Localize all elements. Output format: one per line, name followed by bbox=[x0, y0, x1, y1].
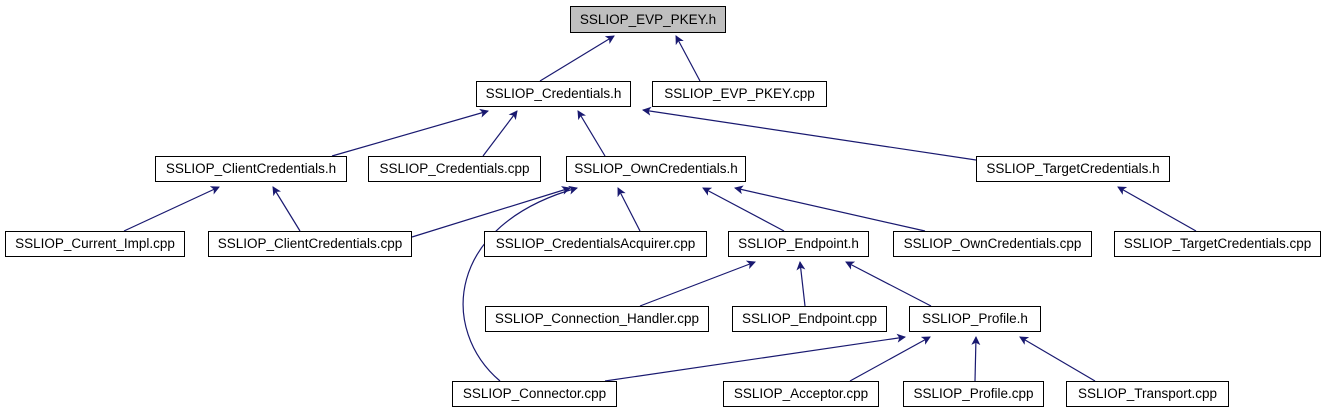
dependency-edge bbox=[539, 35, 615, 82]
node-label: SSLIOP_OwnCredentials.cpp bbox=[903, 236, 1082, 252]
dependency-edge bbox=[123, 186, 220, 232]
node-label: SSLIOP_ClientCredentials.h bbox=[165, 161, 337, 177]
node-label: SSLIOP_Connector.cpp bbox=[462, 386, 607, 402]
dependency-edge bbox=[702, 187, 785, 232]
node-label: SSLIOP_EVP_PKEY.h bbox=[579, 11, 717, 27]
dependency-edge bbox=[796, 261, 806, 307]
node-label: SSLIOP_TargetCredentials.cpp bbox=[1123, 236, 1312, 252]
dependency-edge bbox=[462, 185, 578, 382]
node-connector_cpp[interactable]: SSLIOP_Connector.cpp bbox=[452, 381, 617, 407]
node-label: SSLIOP_Credentials.cpp bbox=[379, 161, 530, 177]
node-label: SSLIOP_Endpoint.h bbox=[738, 236, 859, 252]
dependency-edge bbox=[639, 260, 756, 307]
node-label: SSLIOP_Profile.cpp bbox=[913, 386, 1034, 402]
node-credentials_h[interactable]: SSLIOP_Credentials.h bbox=[476, 81, 631, 107]
node-label: SSLIOP_TargetCredentials.h bbox=[986, 161, 1160, 177]
node-label: SSLIOP_Transport.cpp bbox=[1077, 386, 1218, 402]
node-clientcredentials_cpp[interactable]: SSLIOP_ClientCredentials.cpp bbox=[208, 231, 412, 257]
dependency-edge bbox=[734, 185, 926, 232]
node-acceptor_cpp[interactable]: SSLIOP_Acceptor.cpp bbox=[723, 381, 879, 407]
node-credentials_cpp[interactable]: SSLIOP_Credentials.cpp bbox=[368, 156, 541, 182]
dependency-edge bbox=[849, 336, 931, 382]
node-endpoint_h[interactable]: SSLIOP_Endpoint.h bbox=[728, 231, 869, 257]
node-targetcredentials_cpp[interactable]: SSLIOP_TargetCredentials.cpp bbox=[1114, 231, 1321, 257]
node-evp_pkey_cpp[interactable]: SSLIOP_EVP_PKEY.cpp bbox=[652, 81, 827, 107]
node-label: SSLIOP_ClientCredentials.cpp bbox=[217, 236, 403, 252]
node-evp_pkey_h[interactable]: SSLIOP_EVP_PKEY.h bbox=[570, 6, 726, 33]
node-label: SSLIOP_Credentials.h bbox=[485, 86, 622, 102]
dependency-edge bbox=[845, 261, 932, 307]
node-label: SSLIOP_Current_Impl.cpp bbox=[15, 236, 175, 252]
dependency-edge bbox=[604, 333, 906, 382]
node-label: SSLIOP_Connection_Handler.cpp bbox=[494, 311, 700, 327]
dependency-edge bbox=[482, 110, 518, 157]
node-conn_handler_cpp[interactable]: SSLIOP_Connection_Handler.cpp bbox=[485, 306, 709, 332]
node-credsacquirer_cpp[interactable]: SSLIOP_CredentialsAcquirer.cpp bbox=[484, 231, 707, 257]
dependency-edge bbox=[272, 186, 301, 232]
node-owncredentials_cpp[interactable]: SSLIOP_OwnCredentials.cpp bbox=[893, 231, 1092, 257]
node-label: SSLIOP_Profile.h bbox=[922, 311, 1028, 327]
node-clientcredentials_h[interactable]: SSLIOP_ClientCredentials.h bbox=[155, 156, 347, 182]
dependency-edge bbox=[642, 106, 977, 161]
dependency-edge bbox=[617, 187, 641, 232]
dependency-edge bbox=[577, 110, 606, 157]
node-label: SSLIOP_Acceptor.cpp bbox=[733, 386, 869, 402]
dependency-edge bbox=[411, 186, 571, 238]
node-label: SSLIOP_CredentialsAcquirer.cpp bbox=[495, 236, 696, 252]
node-owncredentials_h[interactable]: SSLIOP_OwnCredentials.h bbox=[566, 156, 746, 182]
dependency-edge bbox=[331, 108, 489, 157]
node-label: SSLIOP_Endpoint.cpp bbox=[741, 311, 878, 327]
node-profile_h[interactable]: SSLIOP_Profile.h bbox=[909, 306, 1041, 332]
dependency-edge bbox=[1117, 186, 1197, 232]
dependency-edge bbox=[971, 336, 981, 382]
node-label: SSLIOP_OwnCredentials.h bbox=[574, 161, 738, 177]
dependency-edge bbox=[675, 35, 701, 82]
node-endpoint_cpp[interactable]: SSLIOP_Endpoint.cpp bbox=[732, 306, 887, 332]
node-label: SSLIOP_EVP_PKEY.cpp bbox=[664, 86, 815, 102]
node-current_impl_cpp[interactable]: SSLIOP_Current_Impl.cpp bbox=[5, 231, 185, 257]
dependency-edge bbox=[1019, 336, 1096, 382]
node-targetcredentials_h[interactable]: SSLIOP_TargetCredentials.h bbox=[976, 156, 1170, 182]
node-transport_cpp[interactable]: SSLIOP_Transport.cpp bbox=[1066, 381, 1229, 407]
node-profile_cpp[interactable]: SSLIOP_Profile.cpp bbox=[903, 381, 1044, 407]
